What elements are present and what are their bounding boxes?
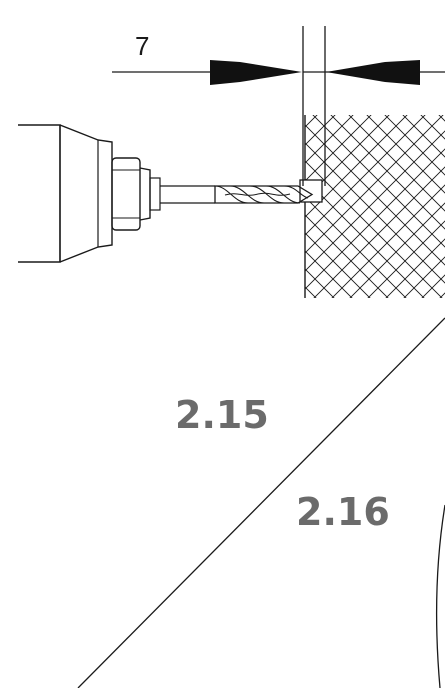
step-label-lower-right: 2.16 — [296, 490, 390, 534]
dimension-arrow-right — [326, 60, 420, 85]
dimension-value: 7 — [135, 31, 149, 61]
drill-bit-icon — [160, 185, 314, 204]
wall-hatch-icon — [304, 115, 445, 298]
partial-curve-outline — [435, 504, 445, 688]
dimension-arrow-left — [210, 60, 302, 85]
drill-icon — [18, 124, 161, 263]
step-label-upper-left: 2.15 — [175, 393, 269, 437]
panel-divider-line — [77, 317, 445, 688]
